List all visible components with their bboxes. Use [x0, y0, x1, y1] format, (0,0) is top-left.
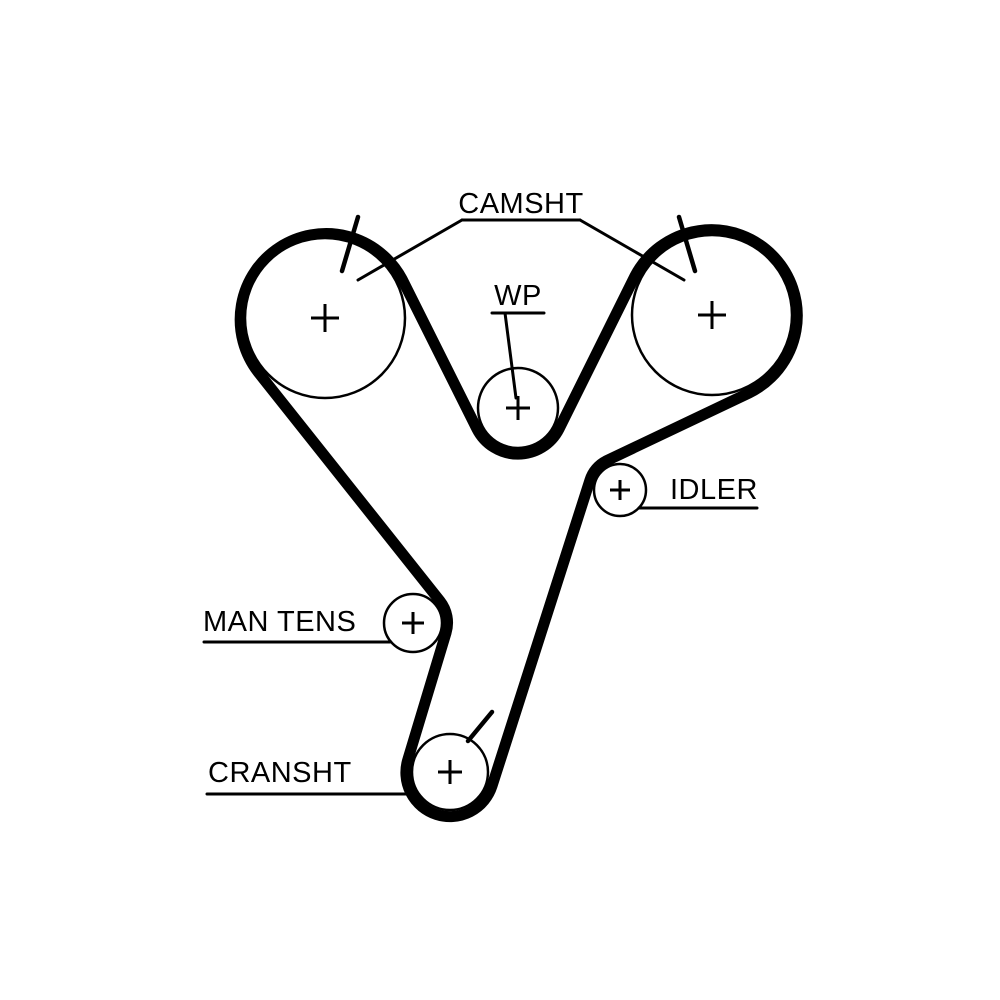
- timing-mark-camshaft-left: [339, 214, 361, 274]
- center-mark-camshaft-right: [698, 301, 726, 329]
- label-camshaft: CAMSHT: [458, 188, 583, 220]
- label-water-pump: WP: [494, 280, 542, 312]
- center-mark-tensioner: [402, 612, 424, 634]
- label-line-camshaft: [356, 218, 686, 282]
- label-line-water-pump: [490, 311, 546, 400]
- timing-mark-camshaft-right: [676, 214, 698, 274]
- timing-mark-crankshaft: [465, 709, 495, 744]
- center-mark-water-pump: [506, 396, 530, 420]
- label-idler: IDLER: [670, 474, 758, 506]
- center-mark-camshaft-left: [311, 304, 339, 332]
- center-mark-idler: [610, 480, 630, 500]
- label-manual-tensioner: MAN TENS: [203, 606, 356, 638]
- label-line-camshaft-right-pointer: [578, 218, 686, 282]
- label-crankshaft: CRANSHT: [208, 757, 352, 789]
- label-line-camshaft-left-pointer: [356, 218, 464, 282]
- label-line-water-pump-pointer: [503, 311, 518, 400]
- center-mark-crankshaft: [438, 760, 462, 784]
